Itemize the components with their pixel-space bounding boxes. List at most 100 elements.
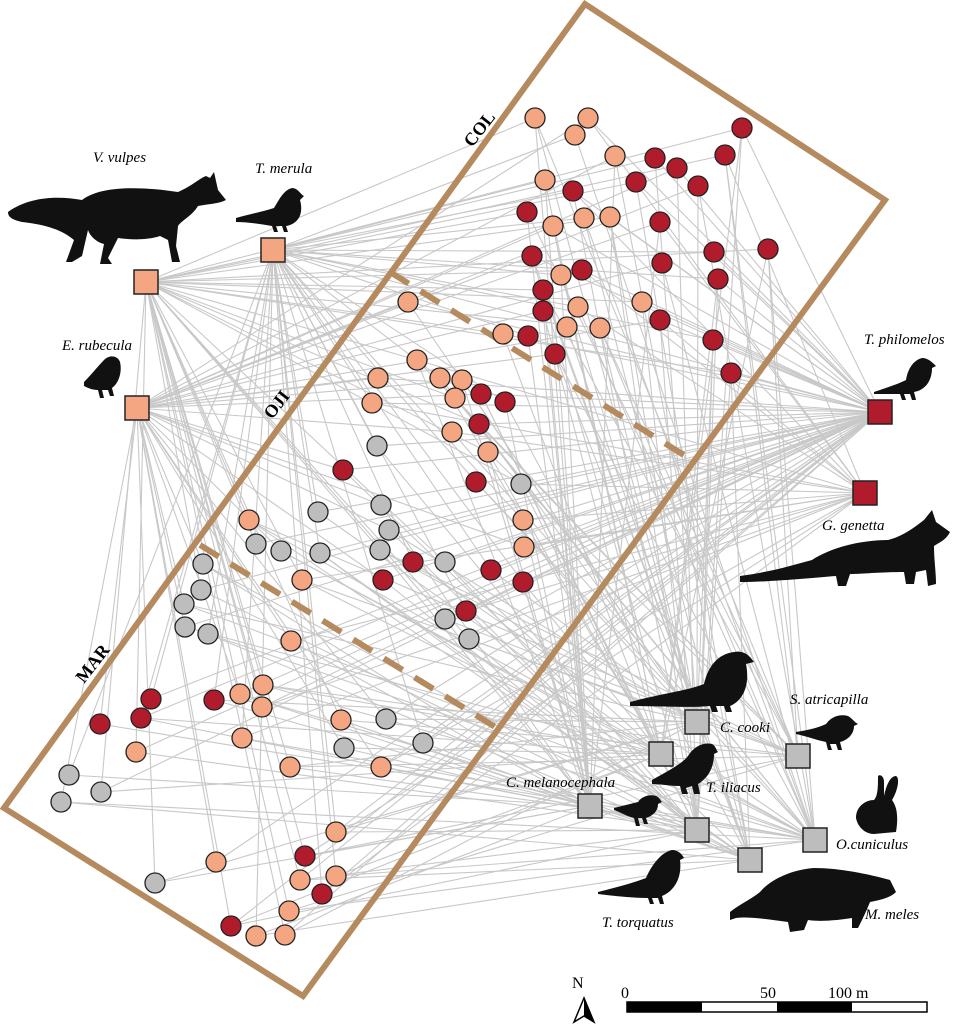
plant-node bbox=[369, 539, 391, 561]
interaction-edge bbox=[554, 353, 751, 861]
animal-node-c-melanocephala bbox=[577, 793, 603, 819]
plot-divider-col-oji bbox=[388, 269, 697, 465]
blackcap-silhouette-icon bbox=[796, 715, 858, 750]
plant-node bbox=[205, 851, 227, 873]
plant-node bbox=[378, 519, 400, 541]
plant-node bbox=[477, 441, 499, 463]
label-t-philomelos: T. philomelos bbox=[864, 332, 945, 348]
interaction-edge bbox=[522, 581, 662, 755]
interaction-edge bbox=[140, 717, 662, 755]
plant-node bbox=[231, 727, 253, 749]
plant-node bbox=[649, 211, 671, 233]
plant-node bbox=[220, 915, 242, 937]
rabbit-silhouette-icon bbox=[856, 775, 899, 834]
interaction-edge bbox=[136, 225, 554, 409]
interaction-edge bbox=[480, 393, 881, 413]
animal-node-v-vulpes bbox=[133, 269, 159, 295]
north-arrow-icon bbox=[572, 996, 596, 1024]
interaction-edge bbox=[154, 721, 698, 884]
interaction-edge bbox=[261, 411, 881, 708]
label-o-cuniculus: O.cuniculus bbox=[836, 837, 908, 853]
robin-silhouette-icon bbox=[84, 356, 121, 398]
interaction-edge bbox=[641, 301, 698, 831]
plant-node bbox=[274, 924, 296, 946]
warbler-melanocephala-silhouette-icon bbox=[614, 795, 662, 826]
interaction-edge bbox=[660, 248, 769, 755]
interaction-edge bbox=[301, 579, 816, 841]
interaction-edge bbox=[145, 211, 528, 283]
plant-node bbox=[513, 536, 535, 558]
plant-node bbox=[604, 145, 626, 167]
plant-node bbox=[512, 509, 534, 531]
interaction-edge bbox=[272, 249, 715, 253]
interaction-edge bbox=[136, 377, 379, 409]
interaction-edge bbox=[145, 281, 418, 361]
interaction-edge bbox=[272, 249, 424, 744]
interaction-edge bbox=[599, 327, 816, 841]
interaction-edge bbox=[136, 407, 204, 565]
plant-node bbox=[720, 362, 742, 384]
interaction-edge bbox=[730, 372, 751, 861]
interaction-edge bbox=[478, 411, 881, 425]
interaction-edge bbox=[136, 407, 217, 863]
plant-node bbox=[571, 259, 593, 281]
interaction-edge bbox=[272, 249, 467, 612]
plant-node bbox=[90, 781, 112, 803]
interaction-edge bbox=[272, 249, 337, 833]
animal-node-t-philomelos bbox=[867, 399, 893, 425]
label-c-cooki: C. cooki bbox=[720, 720, 770, 736]
interaction-edge bbox=[145, 281, 342, 721]
animal-node-m-meles bbox=[737, 847, 763, 873]
plant-node bbox=[89, 713, 111, 735]
plant-node bbox=[444, 387, 466, 409]
interaction-edge bbox=[609, 216, 881, 413]
interaction-edge bbox=[522, 492, 866, 521]
interaction-edge bbox=[581, 269, 881, 413]
plant-node bbox=[494, 391, 516, 413]
interaction-edge bbox=[145, 281, 306, 857]
plant-node bbox=[372, 569, 394, 591]
plant-node bbox=[279, 756, 301, 778]
stonechat-torquatus-silhouette-icon bbox=[598, 850, 684, 904]
plant-node bbox=[311, 883, 333, 905]
interaction-edge bbox=[136, 407, 156, 884]
interaction-edge bbox=[136, 407, 186, 628]
animal-node-c-cooki bbox=[684, 709, 710, 735]
plant-node bbox=[366, 435, 388, 457]
plant-node bbox=[370, 756, 392, 778]
interaction-edge bbox=[202, 563, 591, 807]
plant-node bbox=[361, 392, 383, 414]
plant-node bbox=[397, 291, 419, 313]
interaction-edge bbox=[136, 310, 544, 409]
plant-node bbox=[703, 241, 725, 263]
interaction-edge bbox=[388, 411, 881, 531]
plant-node bbox=[510, 473, 532, 495]
interaction-edge bbox=[542, 310, 662, 755]
plant-node bbox=[367, 367, 389, 389]
interaction-edge bbox=[136, 407, 453, 433]
animal-node-o-cuniculus bbox=[802, 827, 828, 853]
plant-node bbox=[402, 551, 424, 573]
plant-node bbox=[470, 383, 492, 405]
plant-node bbox=[687, 175, 709, 197]
interaction-edge bbox=[542, 289, 751, 861]
interaction-edge bbox=[272, 249, 579, 308]
plant-node bbox=[429, 367, 451, 389]
plant-node bbox=[451, 369, 473, 391]
plant-node bbox=[492, 323, 514, 345]
interaction-edge bbox=[676, 167, 881, 413]
plant-node bbox=[702, 329, 724, 351]
interaction-edge bbox=[100, 281, 147, 793]
interaction-edge bbox=[289, 721, 698, 768]
interaction-edge bbox=[136, 407, 390, 531]
interaction-edge bbox=[145, 216, 611, 283]
interaction-edge bbox=[542, 310, 591, 807]
plant-node bbox=[631, 291, 653, 313]
plant-node bbox=[190, 579, 212, 601]
plant-node bbox=[130, 707, 152, 729]
interaction-edge bbox=[659, 221, 866, 494]
interaction-edge bbox=[319, 552, 698, 831]
interaction-edge bbox=[478, 423, 698, 723]
interaction-edge bbox=[262, 684, 662, 755]
